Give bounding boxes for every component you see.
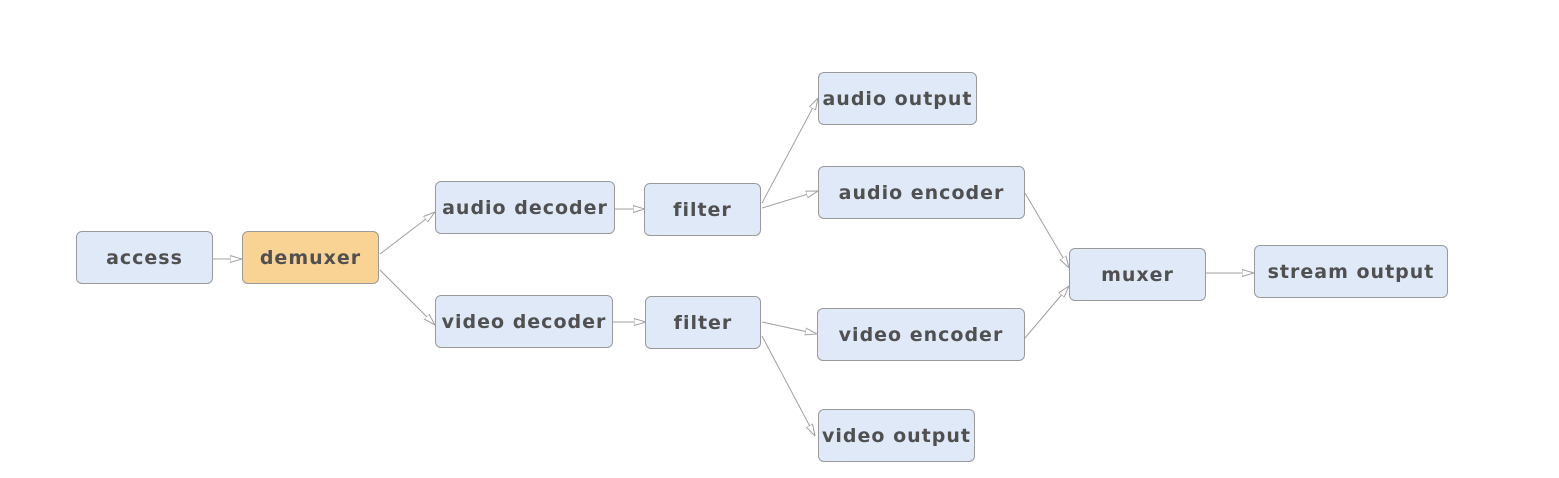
node-label: audio decoder xyxy=(442,196,608,219)
node-label: stream output xyxy=(1267,260,1435,283)
node-audio-encoder[interactable]: audio encoder xyxy=(818,166,1025,219)
edge-audio-filter-to-audio-encoder xyxy=(761,191,818,209)
node-muxer[interactable]: muxer xyxy=(1069,248,1206,301)
node-label: demuxer xyxy=(259,246,362,269)
node-stream-output[interactable]: stream output xyxy=(1254,245,1448,298)
edge-video-filter-to-video-encoder xyxy=(761,321,817,334)
node-label: muxer xyxy=(1101,263,1174,286)
edge-video-filter-to-video-output xyxy=(761,335,815,436)
edge-demuxer-to-video-decoder xyxy=(379,269,435,325)
node-audio-filter[interactable]: filter xyxy=(644,183,761,236)
node-label: audio encoder xyxy=(838,181,1005,204)
node-label: video output xyxy=(822,424,971,447)
edge-audio-encoder-to-muxer xyxy=(1024,192,1069,268)
node-video-decoder[interactable]: video decoder xyxy=(435,295,613,348)
node-access[interactable]: access xyxy=(76,231,213,284)
edge-demuxer-to-audio-decoder xyxy=(379,212,435,255)
node-label: filter xyxy=(673,198,732,221)
node-video-output[interactable]: video output xyxy=(818,409,975,462)
node-audio-decoder[interactable]: audio decoder xyxy=(435,181,615,234)
node-label: video encoder xyxy=(838,323,1004,346)
node-label: video decoder xyxy=(441,310,607,333)
node-demuxer[interactable]: demuxer xyxy=(242,231,379,284)
edge-audio-filter-to-audio-output xyxy=(761,98,818,204)
node-audio-output[interactable]: audio output xyxy=(818,72,977,125)
node-video-encoder[interactable]: video encoder xyxy=(817,308,1025,361)
node-video-filter[interactable]: filter xyxy=(645,296,761,349)
node-label: audio output xyxy=(822,87,973,110)
node-label: filter xyxy=(673,311,733,334)
edge-video-encoder-to-muxer xyxy=(1024,286,1069,339)
node-label: access xyxy=(106,246,183,269)
